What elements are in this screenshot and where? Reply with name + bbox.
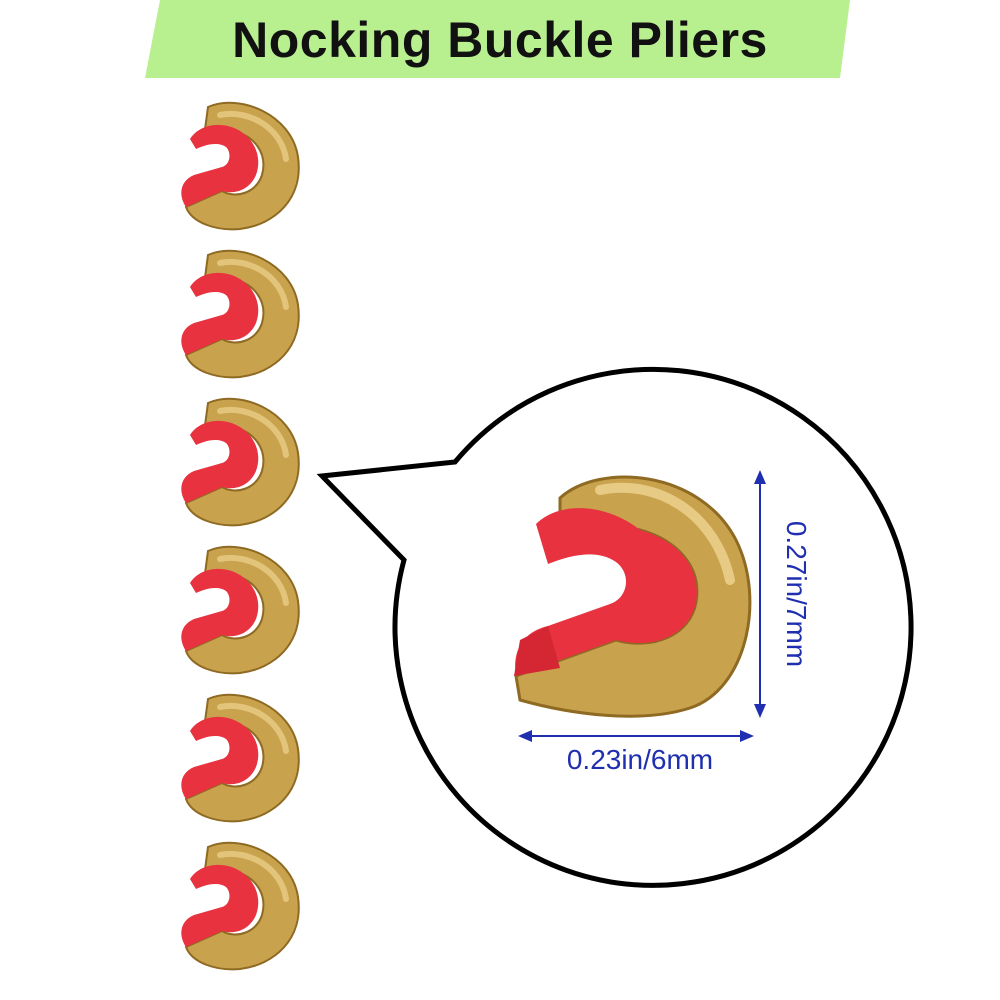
- page-title: Nocking Buckle Pliers: [232, 12, 768, 68]
- nock-image: [181, 397, 300, 527]
- title-banner: Nocking Buckle Pliers: [0, 0, 1000, 80]
- nock-image: [181, 101, 300, 231]
- nock-image: [181, 545, 300, 675]
- height-dimension-label: 0.27in/7mm: [781, 520, 812, 668]
- height-dimension-arrow: [754, 470, 766, 718]
- banner-background: [145, 0, 850, 78]
- nock-image: [181, 841, 300, 971]
- enlarged-nock-image: [514, 475, 752, 718]
- width-dimension-label: 0.23in/6mm: [566, 744, 714, 775]
- nock-image: [181, 693, 300, 823]
- nock-image: [181, 249, 300, 379]
- width-dimension-arrow: [518, 730, 754, 742]
- nock-column: [170, 95, 310, 975]
